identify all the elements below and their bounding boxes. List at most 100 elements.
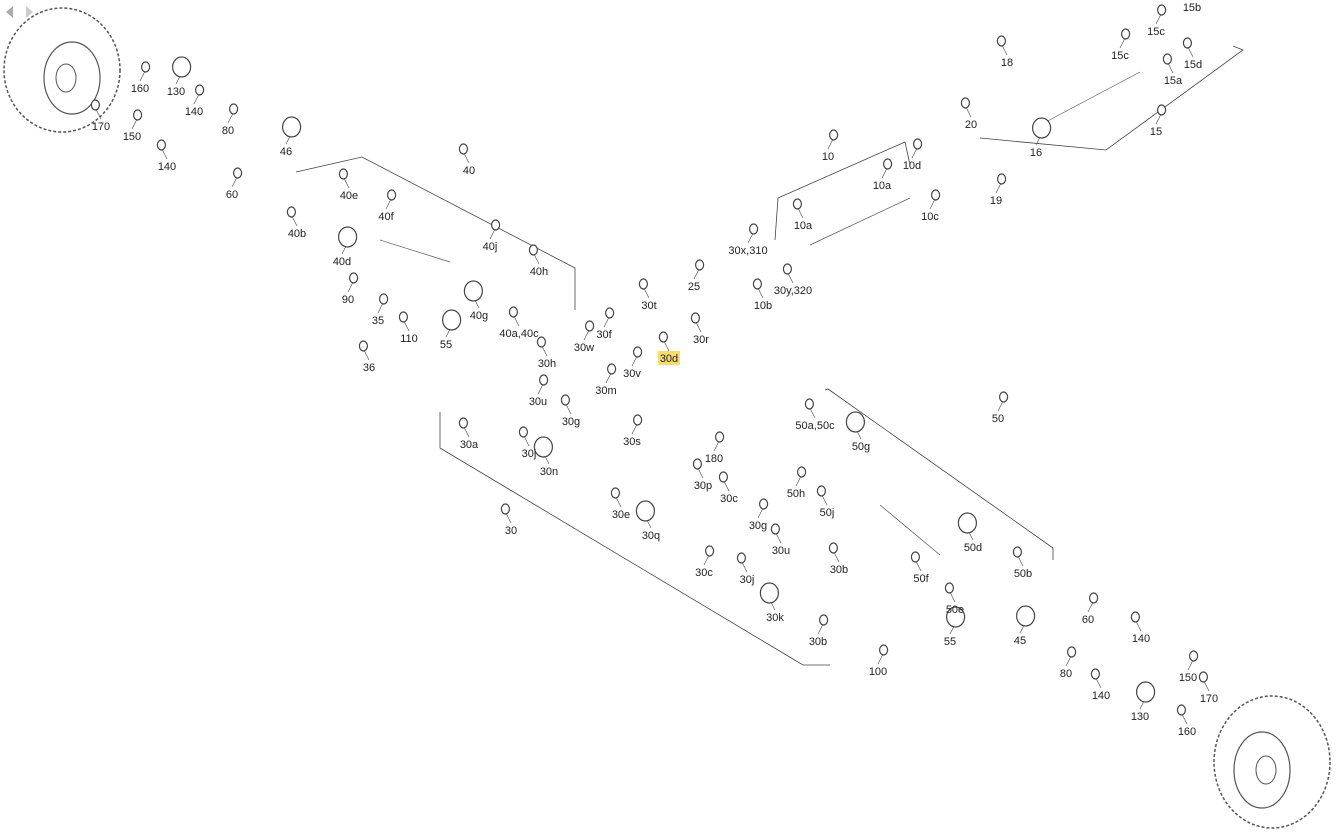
part-30f[interactable]	[604, 307, 615, 319]
part-40h[interactable]	[528, 244, 539, 256]
part-30j[interactable]	[518, 426, 529, 438]
callout-label-25[interactable]: 25	[688, 281, 700, 293]
part-15[interactable]	[1156, 104, 1167, 116]
callout-label-30k[interactable]: 30k	[766, 612, 784, 624]
callout-label-160[interactable]: 160	[131, 83, 149, 95]
part-30x-310[interactable]	[748, 223, 759, 235]
part-140[interactable]	[195, 84, 205, 96]
part-30k[interactable]	[759, 582, 780, 604]
callout-label-30y-320[interactable]: 30y,320	[774, 285, 812, 297]
part-30v[interactable]	[632, 346, 643, 358]
part-10a[interactable]	[882, 158, 893, 170]
part-19[interactable]	[996, 173, 1007, 185]
callout-label-10c[interactable]: 10c	[921, 211, 939, 223]
callout-label-30e[interactable]: 30e	[612, 509, 630, 521]
callout-label-30b[interactable]: 30b	[809, 636, 827, 648]
part-160[interactable]	[141, 61, 151, 73]
callout-label-30c[interactable]: 30c	[695, 567, 713, 579]
wheel-front-left[interactable]	[3, 7, 121, 133]
callout-label-30q[interactable]: 30q	[642, 530, 660, 542]
part-160[interactable]	[1176, 704, 1187, 716]
callout-label-45[interactable]: 45	[1014, 635, 1026, 647]
callout-label-90[interactable]: 90	[342, 294, 354, 306]
callout-label-30u[interactable]: 30u	[772, 545, 790, 557]
callout-label-110[interactable]: 110	[400, 333, 418, 345]
wheel-rear-right[interactable]	[1213, 695, 1331, 829]
callout-label-160[interactable]: 160	[1178, 726, 1196, 738]
callout-label-30p[interactable]: 30p	[694, 480, 712, 492]
part-80[interactable]	[1066, 646, 1077, 658]
callout-label-10a[interactable]: 10a	[794, 220, 813, 232]
callout-label-50b[interactable]: 50b	[1014, 568, 1032, 580]
part-30[interactable]	[500, 503, 510, 515]
callout-label-10b[interactable]: 10b	[754, 300, 772, 312]
part-30r[interactable]	[690, 312, 701, 324]
part-180[interactable]	[714, 431, 725, 443]
part-10c[interactable]	[930, 189, 941, 201]
callout-label-30f[interactable]: 30f	[596, 329, 612, 341]
part-30m[interactable]	[606, 363, 617, 375]
callout-label-35[interactable]: 35	[372, 315, 384, 327]
callout-label-30x-310[interactable]: 30x,310	[728, 245, 767, 257]
part-30c[interactable]	[718, 471, 729, 483]
part-30j[interactable]	[736, 552, 747, 564]
part-50a-50c[interactable]	[804, 398, 815, 410]
callout-label-46[interactable]: 46	[280, 146, 292, 158]
part-50[interactable]	[998, 391, 1009, 403]
part-10a[interactable]	[792, 198, 803, 210]
part-40f[interactable]	[387, 189, 397, 201]
part-20[interactable]	[960, 97, 971, 109]
callout-label-55[interactable]: 55	[944, 636, 956, 648]
part-50b[interactable]	[1012, 546, 1023, 558]
callout-label-50g[interactable]: 50g	[852, 441, 870, 453]
callout-label-10[interactable]: 10	[822, 151, 834, 163]
callout-label-50[interactable]: 50	[992, 413, 1004, 425]
callout-label-30w[interactable]: 30w	[574, 342, 594, 354]
part-30c[interactable]	[704, 545, 715, 557]
callout-label-150[interactable]: 150	[1179, 672, 1197, 684]
callout-label-30[interactable]: 30	[505, 525, 517, 537]
part-25[interactable]	[694, 259, 705, 271]
part-40j[interactable]	[491, 219, 501, 231]
callout-label-20[interactable]: 20	[965, 119, 977, 131]
callout-label-130[interactable]: 130	[1131, 711, 1149, 723]
part-140[interactable]	[1090, 668, 1101, 680]
callout-label-15c[interactable]: 15c	[1111, 50, 1129, 62]
callout-label-80[interactable]: 80	[222, 125, 234, 137]
part-130[interactable]	[172, 56, 192, 78]
callout-label-19[interactable]: 19	[990, 195, 1002, 207]
callout-label-40f[interactable]: 40f	[378, 211, 394, 223]
part-80[interactable]	[229, 103, 239, 115]
callout-label-30u[interactable]: 30u	[529, 396, 547, 408]
callout-label-18[interactable]: 18	[1001, 57, 1013, 69]
part-110[interactable]	[398, 311, 408, 323]
callout-label-36[interactable]: 36	[363, 362, 375, 374]
part-130[interactable]	[1135, 681, 1156, 703]
callout-label-30b[interactable]: 30b	[830, 564, 848, 576]
callout-label-30a[interactable]: 30a	[460, 439, 479, 451]
part-15c[interactable]	[1156, 4, 1167, 16]
callout-label-30g[interactable]: 30g	[562, 416, 580, 428]
callout-label-150[interactable]: 150	[123, 131, 141, 143]
callout-label-50f[interactable]: 50f	[913, 573, 929, 585]
callout-label-60[interactable]: 60	[1082, 614, 1094, 626]
callout-label-80[interactable]: 80	[1060, 668, 1072, 680]
callout-label-30n[interactable]: 30n	[540, 466, 558, 478]
part-60[interactable]	[1088, 592, 1099, 604]
part-55[interactable]	[945, 606, 966, 628]
part-40a-40c[interactable]	[508, 306, 519, 318]
part-30g[interactable]	[560, 394, 571, 406]
part-10b[interactable]	[752, 278, 763, 290]
part-140[interactable]	[1130, 611, 1141, 623]
part-40g[interactable]	[463, 280, 483, 302]
callout-label-180[interactable]: 180	[705, 453, 723, 465]
callout-label-15c[interactable]: 15c	[1147, 26, 1165, 38]
chevron-right-icon[interactable]	[26, 6, 33, 18]
part-15c[interactable]	[1120, 28, 1131, 40]
callout-label-55[interactable]: 55	[440, 339, 452, 351]
callout-label-140[interactable]: 140	[158, 161, 176, 173]
callout-label-15[interactable]: 15	[1150, 126, 1162, 138]
callout-label-50h[interactable]: 50h	[787, 488, 805, 500]
part-30h[interactable]	[536, 336, 547, 348]
callout-label-140[interactable]: 140	[185, 106, 203, 118]
